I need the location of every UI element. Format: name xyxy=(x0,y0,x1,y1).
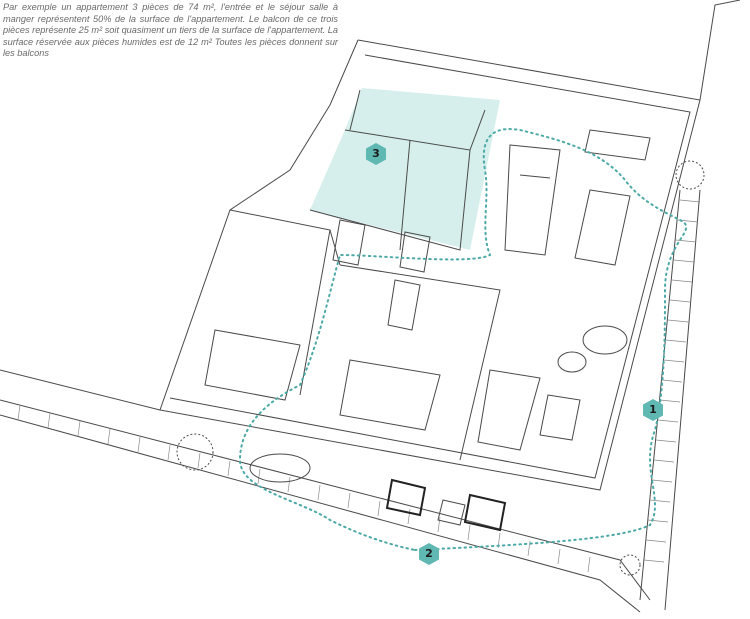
coffee-table xyxy=(539,394,581,441)
kitchen-island xyxy=(504,144,561,256)
description-caption: Par exemple un appartement 3 pièces de 7… xyxy=(3,2,338,59)
plant xyxy=(176,433,214,471)
balcony-chair xyxy=(385,478,427,517)
marker-3: 3 xyxy=(366,143,386,165)
wet-area-fill xyxy=(310,88,500,250)
rug xyxy=(249,453,311,483)
bedroom-1-walls xyxy=(229,209,331,396)
sideboard xyxy=(584,129,651,161)
outer-wall xyxy=(159,39,701,491)
dining-table xyxy=(574,189,631,266)
sofa xyxy=(477,369,541,451)
hexagon-icon xyxy=(419,543,439,565)
bed-1 xyxy=(204,329,301,401)
bed-2 xyxy=(339,359,441,431)
bedroom-2-walls xyxy=(339,264,501,461)
armchair xyxy=(582,325,628,355)
hexagon-icon xyxy=(643,399,663,421)
marker-1: 1 xyxy=(643,399,663,421)
door xyxy=(387,279,421,331)
bathroom-walls xyxy=(309,129,471,251)
marker-2: 2 xyxy=(419,543,439,565)
hexagon-icon xyxy=(366,143,386,165)
right-balcony-edge xyxy=(699,0,741,101)
front-balcony-edge xyxy=(0,399,651,601)
